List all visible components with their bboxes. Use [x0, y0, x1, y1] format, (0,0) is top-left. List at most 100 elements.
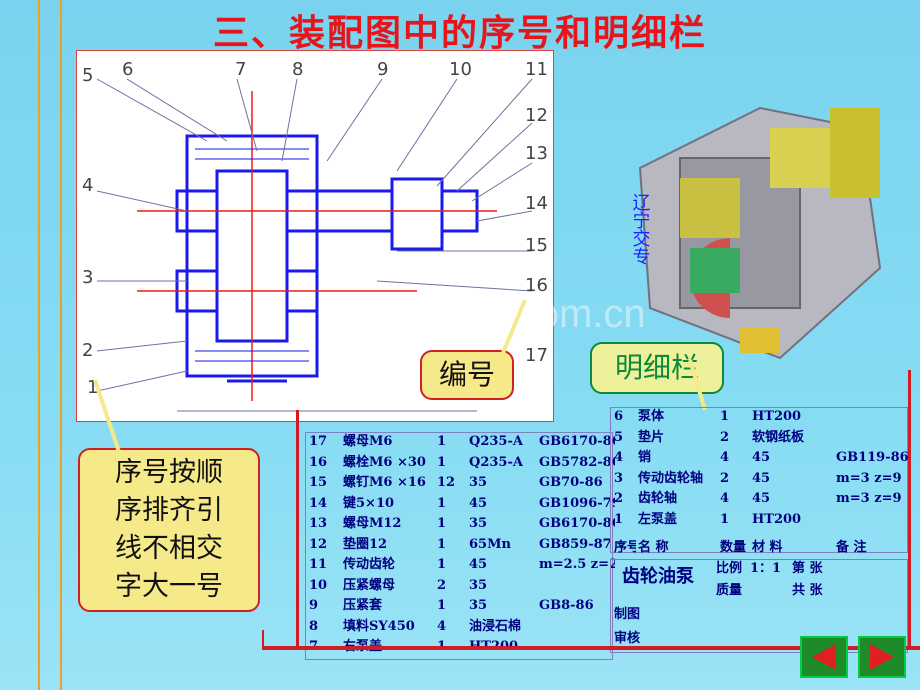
render-label: 辽宁交专	[630, 193, 651, 265]
svg-text:3: 3	[82, 267, 93, 288]
parts-cell: GB70-86	[539, 475, 603, 490]
detail-cell: 齿轮轴	[638, 491, 678, 506]
detail-cell: m=3 z=9	[836, 491, 902, 506]
parts-cell: 35	[469, 577, 488, 593]
parts-cell: 9	[309, 598, 319, 613]
header-cell: 材 料	[752, 540, 783, 555]
parts-cell: 垫圈12	[343, 536, 388, 552]
detail-cell: 1	[720, 511, 730, 527]
svg-text:15: 15	[525, 235, 548, 256]
mass-label: 质量	[716, 582, 743, 598]
parts-cell: 65Mn	[469, 536, 511, 552]
detail-cell: 4	[720, 491, 730, 506]
parts-cell: 35	[469, 598, 488, 613]
detail-cell: 2	[720, 429, 730, 445]
svg-text:16: 16	[525, 275, 548, 296]
parts-cell: GB5782-86	[539, 454, 615, 470]
parts-cell: 14	[309, 495, 328, 511]
svg-text:9: 9	[377, 59, 388, 80]
detail-cell: 2	[614, 491, 624, 506]
parts-cell: 压紧螺母	[343, 577, 396, 593]
svg-text:6: 6	[122, 59, 133, 80]
detail-cell: 左泵盖	[638, 511, 678, 527]
parts-cell: 15	[309, 475, 328, 490]
detail-cell: GB119-86	[836, 450, 909, 465]
sheet-label: 第 张	[792, 560, 823, 576]
svg-text:7: 7	[235, 59, 246, 80]
detail-cell: 1	[614, 511, 624, 527]
detail-cell: 3	[614, 470, 624, 486]
header-cell: 数量	[720, 540, 747, 555]
parts-cell: 1	[437, 454, 447, 470]
parts-cell: 45	[469, 495, 488, 511]
header-cell: 备 注	[836, 540, 867, 555]
parts-cell: 45	[469, 557, 488, 572]
svg-text:8: 8	[292, 59, 303, 80]
detail-cell: HT200	[752, 511, 802, 527]
svg-text:11: 11	[525, 59, 548, 80]
header-cell: 序号	[614, 540, 636, 555]
parts-cell: 螺栓M6 ×30	[343, 454, 426, 470]
draw-label: 制图	[614, 606, 641, 622]
parts-cell: GB859-87	[539, 536, 612, 552]
detail-cell: 45	[752, 470, 771, 486]
header-cell: 名 称	[638, 540, 669, 555]
detail-cell: 软钢纸板	[752, 429, 805, 445]
parts-cell: 10	[309, 577, 328, 593]
parts-cell: 12	[309, 536, 328, 552]
parts-cell: 1	[437, 495, 447, 511]
svg-text:13: 13	[525, 143, 548, 164]
total-label: 共 张	[792, 582, 823, 598]
parts-cell: 1	[437, 434, 447, 449]
detail-cell: 泵体	[638, 409, 665, 424]
prev-slide-button[interactable]	[800, 636, 848, 678]
parts-cell: 键5×10	[343, 495, 395, 511]
right-red-line	[908, 370, 911, 646]
watermark: www.zixin.com.cn	[330, 292, 646, 336]
pump-3d-render: 辽宁交专	[620, 88, 900, 378]
detail-cell: m=3 z=9	[836, 470, 902, 486]
parts-cell: 13	[309, 516, 328, 531]
parts-cell: 油浸石棉	[469, 618, 522, 634]
parts-cell: GB1096-79	[539, 495, 615, 511]
parts-cell: Q235-A	[469, 454, 523, 470]
parts-cell: 螺钉M6 ×16	[343, 475, 426, 490]
detail-cell: 传动齿轮轴	[638, 470, 704, 486]
drawing-name: 齿轮油泵	[622, 565, 694, 587]
parts-cell: 16	[309, 454, 328, 470]
parts-cell: 螺母M12	[343, 516, 402, 531]
parts-cell: 35	[469, 475, 488, 490]
parts-cell: 1	[437, 598, 447, 613]
parts-cell: 1	[437, 536, 447, 552]
parts-cell: 12	[437, 475, 456, 490]
parts-cell: 压紧套	[343, 598, 383, 613]
parts-cell	[539, 576, 615, 597]
parts-cell: 11	[309, 557, 328, 572]
parts-cell: 填料SY450	[343, 618, 415, 634]
parts-cell: 螺母M6	[343, 434, 393, 449]
page-title: 三、装配图中的序号和明细栏	[212, 12, 707, 54]
next-slide-button[interactable]	[858, 636, 906, 678]
parts-cell: GB8-86	[539, 598, 594, 613]
parts-cell: 1	[437, 516, 447, 531]
parts-cell: 8	[309, 618, 319, 634]
svg-text:17: 17	[525, 345, 548, 366]
parts-cell: Q235-A	[469, 434, 523, 449]
parts-cell: m=2.5 z=20	[539, 557, 615, 572]
assembly-drawing-svg: 5 6 7 8 9 10 11 12 13 14 15 16 17 4 3 2 …	[82, 59, 548, 412]
detail-cell: 5	[614, 429, 624, 445]
bottom-red-line	[262, 646, 920, 650]
detail-cell: 1	[720, 409, 730, 424]
parts-cell: GB6170-86	[539, 516, 615, 531]
detail-cell: 2	[720, 470, 730, 486]
detail-cell: 垫片	[638, 429, 665, 445]
parts-cell	[539, 617, 615, 638]
parts-cell: 2	[437, 577, 447, 593]
parts-cell: GB6170-86	[539, 434, 615, 449]
callout-mingxilan: 明细栏	[590, 342, 724, 394]
svg-text:4: 4	[82, 175, 93, 196]
detail-cell: 4	[614, 450, 624, 465]
detail-cell: 4	[720, 450, 730, 465]
parts-cell: 4	[437, 618, 447, 634]
